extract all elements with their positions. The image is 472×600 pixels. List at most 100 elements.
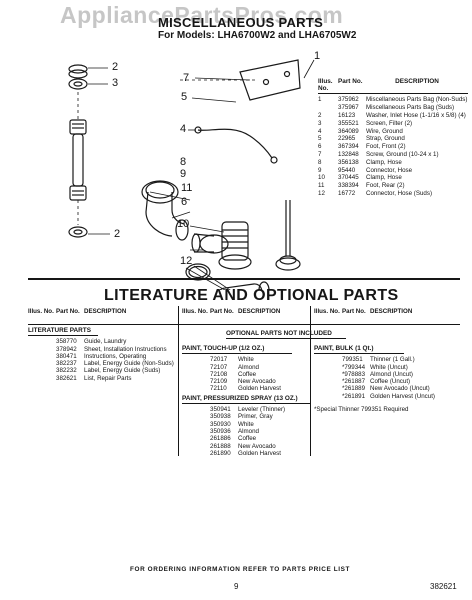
part-number: 95440: [338, 166, 356, 174]
col1-description: List, Repair Parts: [84, 374, 132, 382]
callout-1: 1: [314, 50, 321, 62]
bulk-heading-rule: [314, 353, 404, 355]
col2b-description: New Avocado: [238, 442, 276, 450]
hose-washer-screen-top-drawing: [68, 64, 88, 90]
col3-illus-no: [314, 356, 342, 363]
col2-illus-no: [182, 385, 210, 392]
models-subtitle: For Models: LHA6700W2 and LHA6705W2: [158, 30, 357, 41]
col2b-description: Almond: [238, 427, 259, 435]
part-description: Strap, Ground: [366, 135, 405, 143]
callout-5: 5: [181, 91, 188, 103]
col1-row: 382621 List, Repair Parts: [28, 375, 176, 382]
literature-heading-rule: [28, 335, 98, 337]
literature-parts-heading: LITERATURE PARTS: [28, 327, 91, 334]
hose-connector-drawing: [145, 181, 229, 254]
lit-col1-header: Illus. No.Part No.DESCRIPTION: [28, 308, 148, 315]
ground-wire-drawing: [194, 126, 278, 164]
part-description: Clamp, Hose: [366, 174, 402, 182]
col3-illus-no: [314, 378, 342, 385]
inlet-hose-drawing: [69, 119, 87, 201]
lit-col3-header: Illus. No.Part No.DESCRIPTION: [314, 308, 454, 315]
col2b-part-number: 261888: [210, 442, 231, 450]
col1-description: Label, Energy Guide (Non-Suds): [84, 360, 174, 368]
part-number: 370445: [338, 174, 359, 182]
col3-description: Golden Harvest (Uncut): [370, 392, 435, 400]
col3-description: White (Uncut): [370, 363, 408, 371]
section-divider: [28, 278, 460, 280]
col2-part-number: 72108: [210, 370, 228, 378]
optional-heading-rule: [226, 338, 346, 339]
part-number: 375962: [338, 96, 359, 104]
lit-col2-illus: Illus. No.: [182, 308, 208, 315]
lit-col3-part: Part No.: [342, 308, 366, 315]
part-description: Connector, Hose: [366, 166, 413, 174]
col3-part-number: *261887: [342, 378, 366, 386]
col-illus-header: Illus. No.: [318, 78, 333, 93]
part-description: Wire, Ground: [366, 127, 403, 135]
part-number: 355521: [338, 119, 359, 127]
lit-header-rule: [28, 324, 460, 325]
col2-part-number: 72107: [210, 363, 228, 371]
part-illus-no: 11: [318, 182, 325, 190]
callout-2-top: 2: [112, 61, 119, 73]
callout-10: 10: [177, 218, 190, 230]
part-illus-no: 3: [318, 119, 322, 127]
watermark: AppliancePartsPros.com: [60, 2, 344, 28]
page-number: 9: [234, 582, 239, 591]
col2-description: White: [238, 356, 254, 364]
parts-row: 3 355521 Screen, Filter (2): [318, 120, 468, 127]
touchup-heading: PAINT, TOUCH-UP (1/2 OZ.): [182, 345, 265, 352]
part-illus-no: [318, 104, 338, 111]
callout-12: 12: [180, 255, 193, 267]
part-number: 367394: [338, 143, 359, 151]
col3-part-number: *261889: [342, 385, 366, 393]
col2-illus-no: [182, 364, 210, 371]
col2b-illus-no: [182, 435, 210, 442]
page-title: MISCELLANEOUS PARTS: [158, 15, 324, 30]
part-description: Clamp, Hose: [366, 158, 402, 166]
hose-washer-bottom-drawing: [68, 226, 88, 238]
special-thinner-note: *Special Thinner 799351 Required: [314, 406, 409, 414]
doc-code: 382621: [430, 582, 457, 591]
col2-part-number: 72109: [210, 378, 228, 386]
part-description: Screen, Filter (2): [366, 119, 413, 127]
col1-part-number: 380471: [56, 352, 77, 360]
parts-header-rule: [318, 93, 468, 95]
lit-col2-part: Part No.: [210, 308, 234, 315]
col1-part-number: 382621: [56, 374, 77, 382]
literature-title: LITERATURE AND OPTIONAL PARTS: [104, 287, 399, 304]
col2b-row: 261888 New Avocado: [182, 443, 310, 450]
col2b-description: Primer, Gray: [238, 413, 273, 421]
col2-part-number: 72110: [210, 385, 227, 393]
col2b-illus-no: [182, 406, 210, 413]
part-number: 16772: [338, 189, 356, 197]
col1-part-number: 382237: [56, 360, 77, 368]
spray-heading-rule: [182, 403, 310, 405]
col1-illus-no: [28, 360, 56, 367]
col-part-header: Part No.: [338, 78, 363, 85]
part-description: Foot, Front (2): [366, 143, 406, 151]
col2b-description: Coffee: [238, 435, 257, 443]
column-divider-2: [310, 306, 311, 456]
part-description: Washer, Inlet Hose (1-1/16 x 5/8) (4): [366, 112, 466, 119]
col1-illus-no: [28, 346, 56, 353]
